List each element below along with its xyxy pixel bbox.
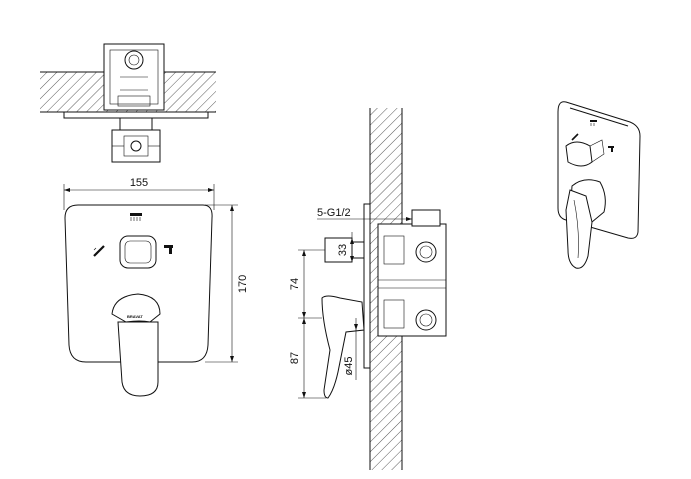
dim-label-width: 155 [130, 177, 148, 189]
arrow [230, 356, 234, 362]
arrow [302, 312, 306, 318]
lever-handle-perspective [565, 189, 593, 269]
valve-inner-plan [109, 49, 159, 105]
body-detail [383, 235, 405, 265]
arrow [208, 188, 214, 192]
top-port [411, 209, 441, 227]
body-detail [383, 299, 405, 329]
dim-label-33: 33 [337, 244, 349, 256]
body-detail [117, 95, 151, 107]
dim-label-height: 170 [237, 275, 249, 293]
shower-head-icon [130, 213, 142, 221]
cover-plate [64, 204, 213, 363]
arrow [302, 392, 306, 398]
diverter-knob-perspective [565, 141, 593, 167]
port-circle [124, 50, 144, 70]
front-view: 155 170 BR [63, 177, 249, 397]
plate-edge [569, 107, 629, 127]
port-circle [415, 309, 437, 331]
thread-label: 5-G1/2 [317, 207, 351, 219]
arrow [406, 217, 412, 221]
shower-head-icon [590, 120, 597, 126]
port-circle [415, 241, 437, 263]
brand-label: BRAVAT [127, 314, 143, 319]
lever-handle [117, 321, 159, 397]
bath-spout-icon [164, 245, 173, 254]
knob-side [589, 139, 605, 163]
diverter-knob-inner [124, 240, 152, 264]
lever-base [111, 293, 161, 323]
arrow [354, 324, 358, 330]
arrow [302, 318, 306, 324]
hand-shower-icon [571, 133, 579, 141]
arrow [64, 188, 70, 192]
diverter-knob [119, 235, 157, 269]
bath-spout-icon [608, 146, 614, 152]
dim-label-74: 74 [289, 278, 301, 290]
perspective-view [557, 101, 641, 269]
handle-hub [130, 140, 142, 152]
side-view: 5-G1/2 33 74 87 ø45 [289, 108, 447, 470]
arrow [350, 256, 354, 262]
cover-plate-profile [363, 203, 371, 369]
knob-collar-plan [119, 117, 153, 131]
arrow [350, 238, 354, 244]
dim-label-87: 87 [289, 352, 301, 364]
port-circle-inner [419, 245, 433, 259]
hand-shower-icon [93, 245, 105, 257]
port-circle-inner [128, 54, 140, 66]
lever-profile [321, 295, 365, 399]
top-view [40, 43, 216, 163]
port-circle-inner [419, 313, 433, 327]
lever-highlight [573, 199, 579, 259]
arrow [302, 250, 306, 256]
arrow [230, 205, 234, 211]
cover-plate-plan [63, 111, 209, 119]
dim-label-diameter: ø45 [343, 357, 355, 376]
knob-stem [351, 241, 365, 259]
